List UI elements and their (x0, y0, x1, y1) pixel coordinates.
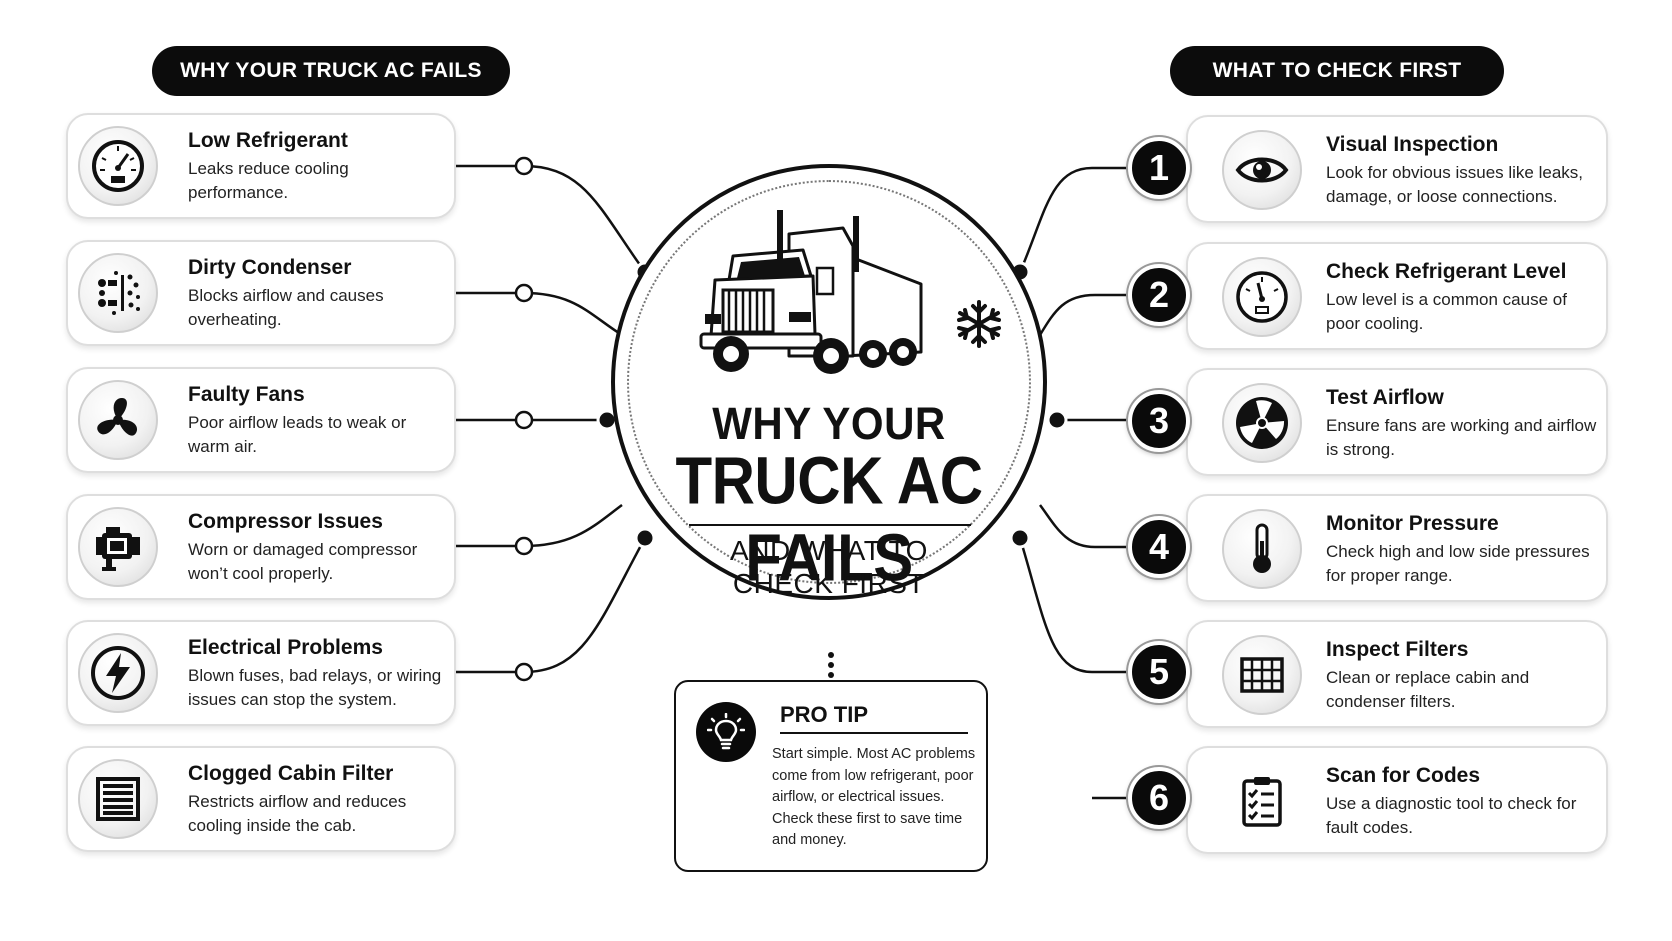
cause-desc: Worn or damaged compressor won’t cool pr… (188, 540, 418, 583)
center-inner-ring (627, 180, 1031, 584)
check-title: Test Airflow (1326, 386, 1444, 409)
step-number: 5 (1128, 641, 1190, 703)
cause-card-compressor-issues: Compressor Issues Worn or damaged compre… (66, 494, 456, 600)
compressor-icon (78, 507, 158, 587)
snowflake-icon (957, 300, 1001, 348)
check-card-visual-inspection: Visual Inspection Look for obvious issue… (1186, 115, 1608, 223)
connector-right-1 (1018, 166, 1128, 273)
checklist-icon (1222, 761, 1302, 841)
cause-title: Faulty Fans (188, 383, 305, 406)
filter-icon (78, 759, 158, 839)
check-desc: Ensure fans are working and airflow is s… (1326, 416, 1597, 459)
step-number: 4 (1128, 516, 1190, 578)
gauge-icon (1222, 257, 1302, 337)
connector-left-5 (456, 537, 647, 674)
connector-left-1 (456, 164, 647, 273)
subtitle-line2: CHECK FIRST (732, 568, 926, 599)
check-card-inspect-filters: Inspect Filters Clean or replace cabin a… (1186, 620, 1608, 728)
main-title-line1: WHY YOUR (712, 398, 946, 449)
cause-card-dirty-condenser: Dirty Condenser Blocks airflow and cause… (66, 240, 456, 346)
cause-desc: Poor airflow leads to weak or warm air. (188, 413, 407, 456)
pro-tip-divider (780, 732, 968, 734)
cause-card-faulty-fans: Faulty Fans Poor airflow leads to weak o… (66, 367, 456, 473)
connector-left-4 (456, 503, 623, 548)
check-title: Visual Inspection (1326, 133, 1499, 156)
step-number: 2 (1128, 264, 1190, 326)
cause-title: Compressor Issues (188, 510, 383, 533)
pro-tip-box: PRO TIP Start simple. Most AC problems c… (674, 680, 988, 872)
cause-card-electrical-problems: Electrical Problems Blown fuses, bad rel… (66, 620, 456, 726)
gauge-icon (78, 126, 158, 206)
check-title: Scan for Codes (1326, 764, 1481, 787)
lightning-icon (78, 633, 158, 713)
connector-right-4 (1038, 504, 1128, 549)
semi-truck-icon (699, 210, 923, 374)
check-card-refrigerant-level: Check Refrigerant Level Low level is a c… (1186, 242, 1608, 350)
main-subtitle: AND WHAT TO CHECK FIRST (615, 534, 1043, 600)
filter-grid-icon (1222, 635, 1302, 715)
connector-right-2 (1038, 293, 1128, 336)
fan-icon (1222, 383, 1302, 463)
check-card-monitor-pressure: Monitor Pressure Check high and low side… (1186, 494, 1608, 602)
main-title-line2: TRUCK AC FAILS (675, 442, 983, 596)
step-number: 1 (1128, 137, 1190, 199)
check-title: Inspect Filters (1326, 638, 1469, 661)
cause-card-low-refrigerant: Low Refrigerant Leaks reduce cooling per… (66, 113, 456, 219)
lightbulb-icon (696, 702, 756, 762)
step-number: 3 (1128, 390, 1190, 452)
connector-right-5 (1018, 537, 1128, 674)
check-title: Check Refrigerant Level (1326, 260, 1567, 283)
fan-icon (78, 380, 158, 460)
cause-card-clogged-cabin-filter: Clogged Cabin Filter Restricts airflow a… (66, 746, 456, 852)
check-desc: Clean or replace cabin and condenser fil… (1326, 668, 1530, 711)
check-card-test-airflow: Test Airflow Ensure fans are working and… (1186, 368, 1608, 476)
cause-title: Clogged Cabin Filter (188, 762, 394, 785)
cause-title: Dirty Condenser (188, 256, 352, 279)
connector-left-2 (456, 291, 623, 337)
condenser-icon (78, 253, 158, 333)
step-number: 6 (1128, 767, 1190, 829)
title-divider (689, 524, 971, 526)
pro-tip-title: PRO TIP (780, 702, 869, 727)
cause-title: Electrical Problems (188, 636, 383, 659)
cause-desc: Leaks reduce cooling performance. (188, 159, 349, 202)
cause-desc: Restricts airflow and reduces cooling in… (188, 792, 407, 835)
cause-desc: Blocks airflow and causes overheating. (188, 286, 384, 329)
check-desc: Look for obvious issues like leaks, dama… (1326, 163, 1584, 206)
subtitle-line1: AND WHAT TO (730, 535, 928, 566)
check-desc: Low level is a common cause of poor cool… (1326, 290, 1567, 333)
header-checks: WHAT TO CHECK FIRST (1170, 46, 1504, 96)
header-causes: WHY YOUR TRUCK AC FAILS (152, 46, 510, 96)
check-card-scan-codes: Scan for Codes Use a diagnostic tool to … (1186, 746, 1608, 854)
check-desc: Check high and low side pressures for pr… (1326, 542, 1590, 585)
check-desc: Use a diagnostic tool to check for fault… (1326, 794, 1577, 837)
eye-icon (1222, 130, 1302, 210)
check-title: Monitor Pressure (1326, 512, 1499, 535)
pro-tip-body: Start simple. Most AC problems come from… (772, 746, 976, 848)
cause-title: Low Refrigerant (188, 129, 348, 152)
center-hub: WHY YOUR TRUCK AC FAILS AND WHAT TO CHEC… (611, 164, 1047, 600)
thermometer-icon (1222, 509, 1302, 589)
cause-desc: Blown fuses, bad relays, or wiring issue… (188, 666, 442, 709)
